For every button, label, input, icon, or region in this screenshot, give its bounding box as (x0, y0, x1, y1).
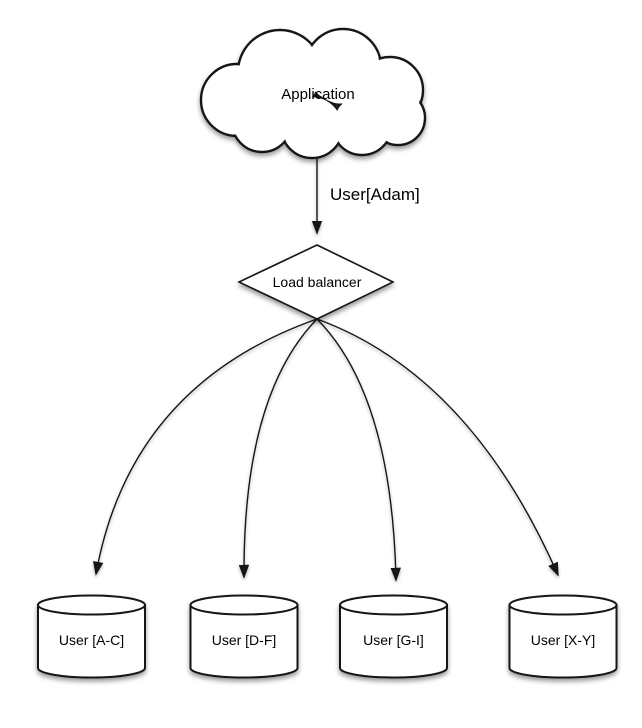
application-cloud-node (199, 27, 427, 160)
application-label: Application (281, 86, 354, 103)
cloud-shape-interior-mask (202, 30, 424, 157)
edge-loadbalancer-to-db-a-c (93, 318, 318, 576)
db-cylinder-x-y (508, 594, 618, 679)
load-balancer-node (237, 244, 395, 320)
db-cylinder-a-c (37, 594, 146, 679)
edge-loadbalancer-to-db-x-y (316, 318, 559, 577)
db-label-d-f: User [D-F] (212, 632, 277, 648)
edges-layer (93, 157, 559, 582)
database-nodes (37, 594, 618, 679)
db-label-g-i: User [G-I] (363, 632, 424, 648)
edge-label-user-adam: User[Adam] (330, 185, 420, 204)
diamond-shape (237, 244, 395, 320)
db-cylinder-g-i (339, 594, 448, 679)
labels-layer: Application User[Adam] Load balancer Use… (59, 86, 595, 648)
edge-loadbalancer-to-db-g-i (316, 318, 401, 582)
db-cylinder-d-f (189, 594, 299, 679)
db-label-x-y: User [X-Y] (531, 632, 596, 648)
edge-loadbalancer-to-db-d-f (238, 318, 318, 579)
db-label-a-c: User [A-C] (59, 632, 124, 648)
load-balancer-label: Load balancer (273, 274, 362, 290)
